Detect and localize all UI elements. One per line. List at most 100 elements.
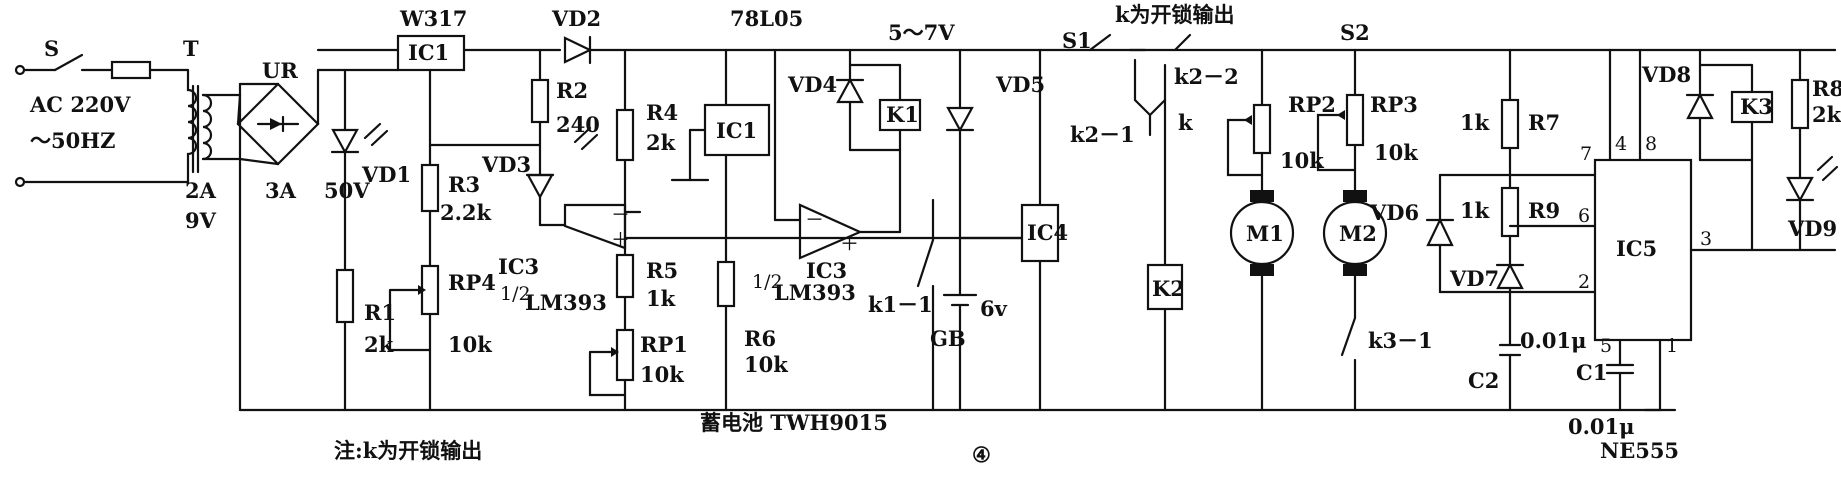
label-pin3: 3 bbox=[1700, 228, 1712, 250]
label-m1: M1 bbox=[1246, 221, 1284, 246]
label-ic3-left: IC3 bbox=[498, 254, 539, 279]
label-out-voltage: 5～7V bbox=[888, 20, 955, 45]
label-pin8: 8 bbox=[1645, 133, 1657, 155]
label-ic1-reg: IC1 bbox=[716, 118, 757, 143]
label-vd9: VD9 bbox=[1787, 216, 1837, 241]
label-k3-1: k3－1 bbox=[1368, 328, 1433, 353]
label-r8-val: 2k bbox=[1812, 102, 1841, 127]
output-stage bbox=[1608, 48, 1839, 252]
label-half-left: 1/2 bbox=[500, 283, 531, 305]
label-t: T bbox=[183, 36, 199, 61]
label-k-note-top: k为开锁输出 bbox=[1115, 2, 1235, 27]
label-r9-val: 1k bbox=[1460, 198, 1490, 223]
component-labels: S T AC 220V ～50HZ 2A 9V UR 3A 50V W317 I… bbox=[29, 2, 1841, 467]
timing-network bbox=[1425, 48, 1597, 412]
label-k: k bbox=[1178, 110, 1193, 135]
svg-text:＋: ＋ bbox=[611, 229, 630, 251]
label-vd7: VD7 bbox=[1449, 266, 1499, 291]
power-input bbox=[14, 53, 242, 188]
label-rp2-val: 10k bbox=[1280, 148, 1324, 173]
label-pin4: 4 bbox=[1615, 133, 1627, 155]
svg-text:－: － bbox=[611, 204, 630, 226]
ic3-right: － ＋ bbox=[773, 48, 902, 260]
label-vd8: VD8 bbox=[1641, 62, 1691, 87]
label-lm393-left: LM393 bbox=[525, 290, 607, 315]
label-pin5: 5 bbox=[1600, 335, 1612, 357]
label-k2-2: k2－2 bbox=[1174, 64, 1239, 89]
label-ic5: IC5 bbox=[1616, 236, 1657, 261]
label-r1-val: 2k bbox=[364, 332, 394, 357]
label-pin1: 1 bbox=[1666, 335, 1678, 357]
label-r7-val: 1k bbox=[1460, 110, 1490, 135]
label-s1: S1 bbox=[1062, 28, 1092, 53]
label-vd6: VD6 bbox=[1369, 200, 1419, 225]
label-k1: K1 bbox=[886, 102, 919, 127]
ic5-ne555 bbox=[1593, 48, 1837, 412]
label-w317: W317 bbox=[399, 6, 467, 31]
label-r3: R3 bbox=[448, 172, 480, 197]
label-rp4: RP4 bbox=[448, 270, 496, 295]
label-vd1: VD1 bbox=[361, 162, 411, 187]
label-78l05: 78L05 bbox=[730, 6, 803, 31]
label-rect-voltage: 50V bbox=[324, 178, 370, 203]
ic1-78l05 bbox=[670, 48, 771, 412]
label-r8: R8 bbox=[1812, 76, 1841, 101]
ic4 bbox=[1020, 48, 1060, 412]
label-r9: R9 bbox=[1528, 198, 1560, 223]
label-freq: ～50HZ bbox=[30, 128, 115, 153]
r4-r5-rp1 bbox=[588, 48, 635, 412]
label-vd3: VD3 bbox=[481, 152, 531, 177]
label-vd5: VD5 bbox=[995, 72, 1045, 97]
label-ic1-top: IC1 bbox=[408, 40, 449, 65]
vd2-diode bbox=[563, 35, 1612, 65]
label-gb: GB bbox=[930, 326, 966, 351]
label-r3-val: 2.2k bbox=[440, 200, 492, 225]
label-s: S bbox=[44, 36, 59, 61]
label-half-right: 1/2 bbox=[752, 271, 783, 293]
label-r5-val: 1k bbox=[646, 286, 676, 311]
label-pin7: 7 bbox=[1580, 143, 1592, 165]
label-pin6: 6 bbox=[1578, 205, 1590, 227]
note-text: 注:k为开锁输出 bbox=[334, 438, 482, 463]
label-trafo-voltage: 9V bbox=[185, 208, 217, 233]
label-r4: R4 bbox=[646, 100, 678, 125]
label-c2-val: 0.01μ bbox=[1520, 328, 1587, 353]
label-rp1-val: 10k bbox=[640, 362, 684, 387]
svg-text:－: － bbox=[805, 209, 824, 231]
label-r7: R7 bbox=[1528, 110, 1560, 135]
label-r4-val: 2k bbox=[646, 130, 676, 155]
label-rp3-val: 10k bbox=[1374, 140, 1418, 165]
label-rp4-val: 10k bbox=[448, 332, 492, 357]
label-rect-current: 3A bbox=[265, 178, 297, 203]
vd4-k1 bbox=[835, 48, 922, 234]
battery-caption: 蓄电池 TWH9015 bbox=[700, 410, 888, 435]
label-k3: K3 bbox=[1740, 94, 1773, 119]
bridge-rectifier bbox=[236, 68, 400, 412]
label-rp3: RP3 bbox=[1370, 92, 1418, 117]
rp2-m1 bbox=[1226, 48, 1295, 412]
r2-vd3 bbox=[525, 48, 599, 227]
vd1-led bbox=[330, 68, 389, 412]
label-rp2: RP2 bbox=[1288, 92, 1336, 117]
label-ic3-right: IC3 bbox=[806, 258, 847, 283]
label-pin2: 2 bbox=[1578, 271, 1590, 293]
label-r6: R6 bbox=[744, 326, 776, 351]
label-c1: C1 bbox=[1576, 360, 1607, 385]
label-r2: R2 bbox=[556, 78, 588, 103]
svg-text:＋: ＋ bbox=[840, 233, 859, 255]
label-k2: K2 bbox=[1152, 276, 1185, 301]
ic3-left: － ＋ bbox=[563, 203, 1042, 251]
label-gb-val: 6v bbox=[980, 296, 1008, 321]
ic1-regulator bbox=[316, 34, 562, 412]
label-ac-source: AC 220V bbox=[29, 92, 131, 117]
label-r1: R1 bbox=[364, 300, 396, 325]
rp3-m2 bbox=[1316, 48, 1388, 412]
label-vd2: VD2 bbox=[551, 6, 601, 31]
label-vd4: VD4 bbox=[787, 72, 837, 97]
label-k1-1: k1－1 bbox=[868, 292, 933, 317]
label-m2: M2 bbox=[1339, 221, 1377, 246]
label-c2: C2 bbox=[1468, 368, 1499, 393]
label-r2-val: 240 bbox=[556, 112, 600, 137]
label-k2-1: k2－1 bbox=[1070, 122, 1135, 147]
